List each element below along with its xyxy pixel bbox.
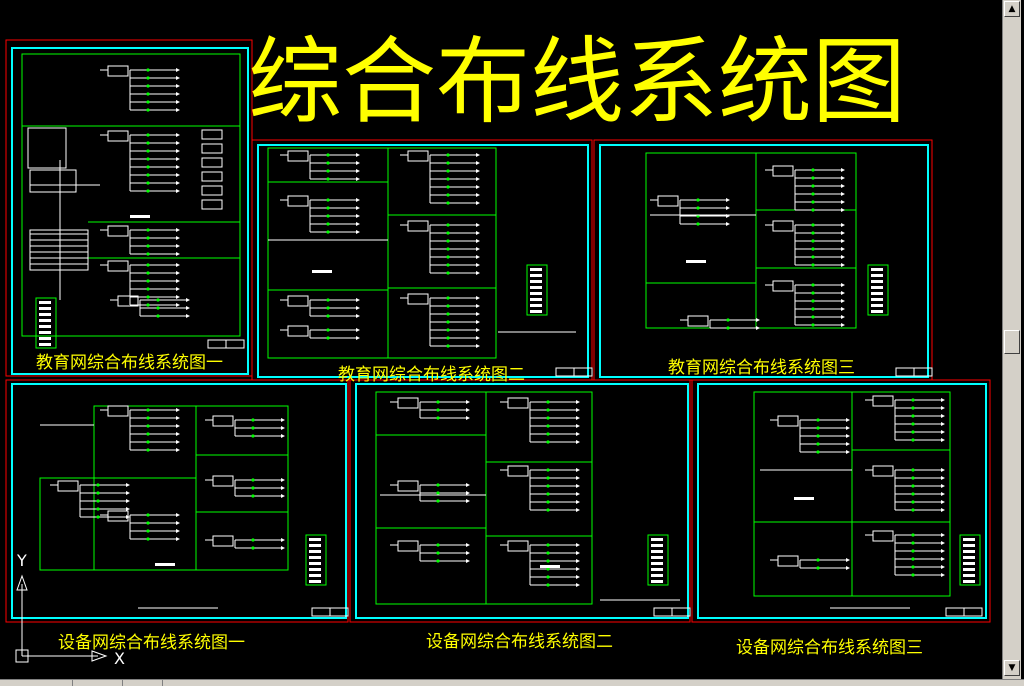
sheet-caption-3: 教育网综合布线系统图三 bbox=[668, 358, 855, 378]
sheet-frame-3 bbox=[599, 144, 929, 378]
tab-layout-2[interactable] bbox=[150, 680, 163, 686]
sheet-caption-4: 设备网综合布线系统图一 bbox=[58, 633, 245, 653]
ucs-y-label: Y bbox=[16, 551, 27, 570]
sheet-frame-1 bbox=[11, 47, 249, 375]
drawing-canvas[interactable]: 综合布线系统图 教育网综合布线系统图一 教育网综合布线系统图二 教育网综合布线系… bbox=[0, 0, 1002, 679]
sheet-caption-5: 设备网综合布线系统图二 bbox=[426, 632, 613, 652]
scroll-thumb[interactable] bbox=[1004, 330, 1020, 354]
sheet-border-6 bbox=[691, 379, 991, 623]
layout-tab-bar bbox=[0, 679, 1024, 686]
sheet-border-3 bbox=[593, 139, 933, 381]
sheet-caption-2: 教育网综合布线系统图二 bbox=[338, 365, 525, 385]
sheet-caption-6: 设备网综合布线系统图三 bbox=[736, 638, 923, 658]
scroll-up-button[interactable]: ▲ bbox=[1004, 1, 1020, 17]
sheet-border-5 bbox=[349, 379, 691, 623]
tab-model[interactable] bbox=[60, 680, 73, 686]
sheet-frame-6 bbox=[697, 383, 987, 619]
vertical-scrollbar[interactable]: ▲ ▼ bbox=[1002, 0, 1021, 679]
sheet-border-2 bbox=[251, 139, 593, 381]
main-title: 综合布线系统图 bbox=[248, 28, 907, 137]
sheet-frame-4 bbox=[11, 383, 347, 619]
sheet-border-4 bbox=[5, 379, 349, 623]
sheet-caption-1: 教育网综合布线系统图一 bbox=[36, 353, 223, 373]
sheet-frame-5 bbox=[355, 383, 689, 619]
tab-layout-1[interactable] bbox=[110, 680, 123, 686]
cad-drawing bbox=[5, 39, 991, 623]
scroll-down-button[interactable]: ▼ bbox=[1004, 660, 1020, 676]
ucs-icon: Y X bbox=[15, 551, 125, 668]
sheet-frame-2 bbox=[257, 144, 589, 378]
ucs-x-label: X bbox=[114, 649, 125, 668]
